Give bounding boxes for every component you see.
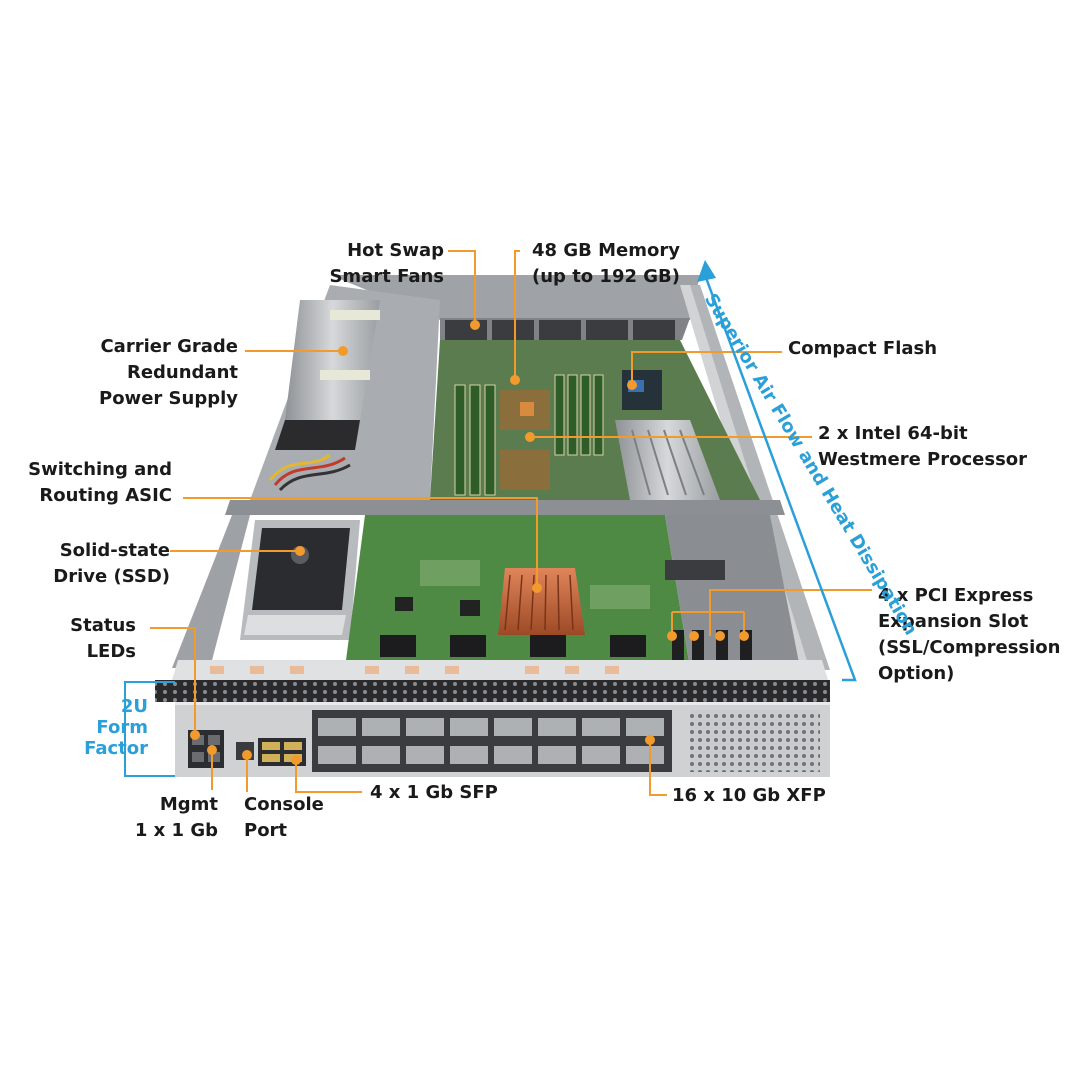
motherboard-lower bbox=[345, 515, 800, 668]
leader-status bbox=[150, 627, 196, 735]
leader-pci bbox=[709, 589, 872, 636]
airflow-arrow bbox=[697, 260, 857, 682]
leader-hot-swap bbox=[448, 250, 476, 325]
leader-memory bbox=[514, 250, 520, 380]
leader-dot-hot-swap bbox=[470, 320, 480, 330]
leader-compact-flash bbox=[631, 351, 782, 385]
power-supply bbox=[250, 285, 440, 500]
front-panel bbox=[175, 702, 830, 777]
ssd-bay bbox=[240, 520, 360, 640]
label-sfp: 4 x 1 Gb SFP bbox=[370, 782, 498, 803]
motherboard-upper bbox=[430, 340, 760, 500]
leader-lines bbox=[150, 250, 872, 796]
label-compact-flash: Compact Flash bbox=[788, 338, 938, 359]
label-xfp: 16 x 10 Gb XFP bbox=[672, 785, 826, 806]
status-led-strip bbox=[172, 660, 828, 680]
leader-asic bbox=[183, 497, 538, 588]
leader-xfp bbox=[649, 740, 667, 796]
chassis-left-wall bbox=[172, 515, 250, 668]
front-bezel-vent bbox=[155, 680, 830, 702]
chassis-divider bbox=[225, 500, 785, 515]
label-memory: 48 GB Memory(up to 192 GB) bbox=[532, 240, 680, 287]
form-factor-bracket bbox=[124, 681, 175, 777]
leader-sfp bbox=[295, 760, 362, 793]
